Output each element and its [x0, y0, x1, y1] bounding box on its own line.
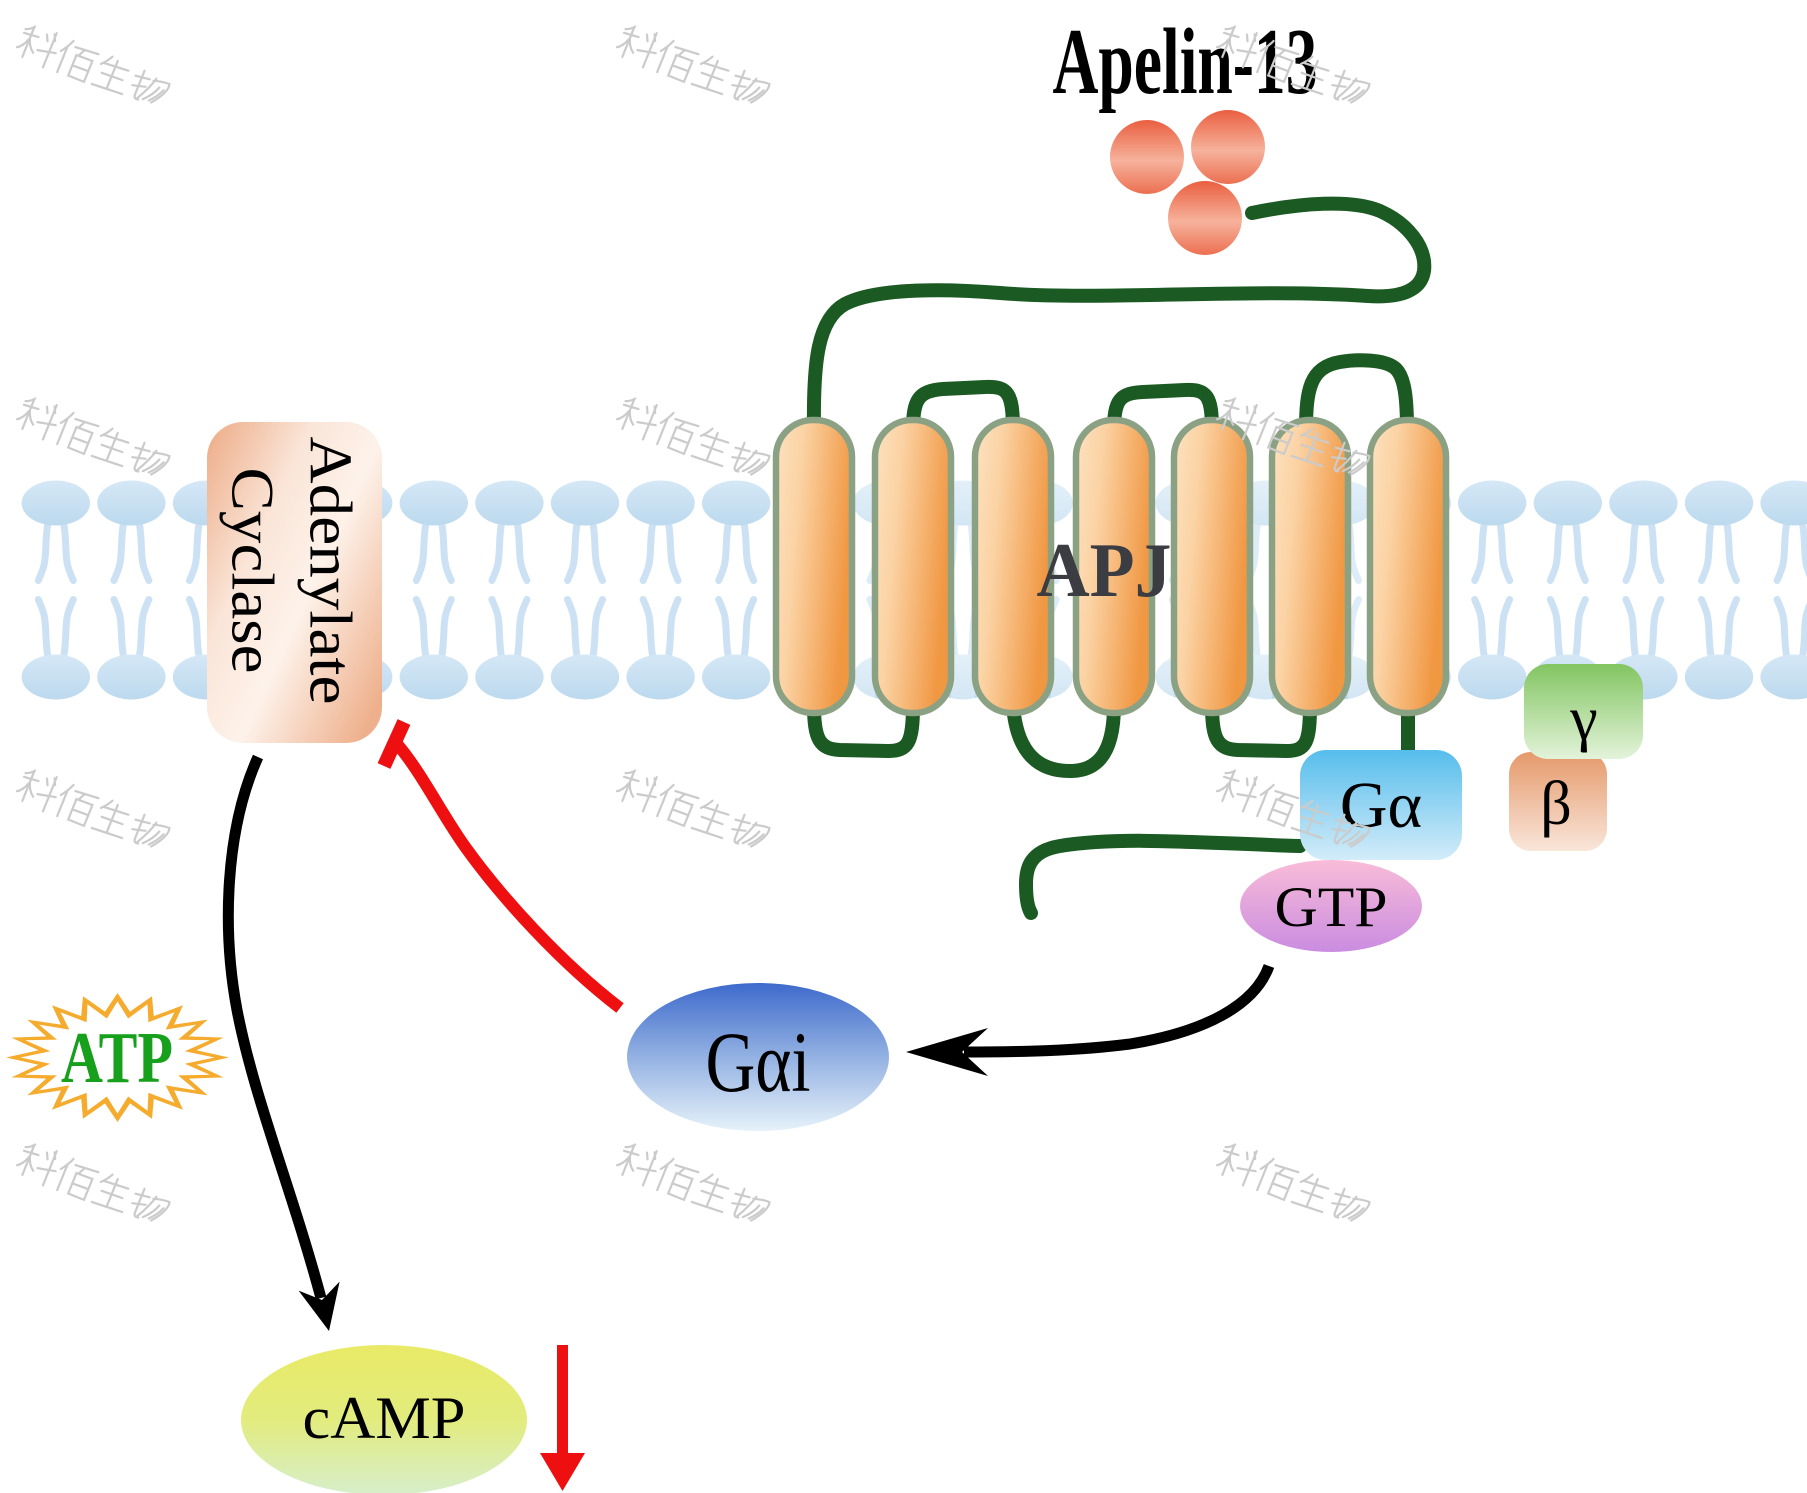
svg-text:Adenylate: Adenylate	[298, 437, 364, 705]
svg-text:Gα: Gα	[1340, 769, 1422, 842]
svg-text:cAMP: cAMP	[303, 1385, 466, 1451]
svg-text:β: β	[1540, 770, 1572, 838]
svg-text:GTP: GTP	[1275, 876, 1388, 939]
svg-text:Cyclase: Cyclase	[220, 468, 286, 674]
svg-text:Apelin-13: Apelin-13	[1053, 10, 1318, 114]
svg-text:γ: γ	[1569, 685, 1597, 753]
svg-text:Gαi: Gαi	[706, 1014, 811, 1110]
svg-text:ATP: ATP	[61, 1017, 173, 1098]
svg-text:APJ: APJ	[1037, 527, 1172, 613]
